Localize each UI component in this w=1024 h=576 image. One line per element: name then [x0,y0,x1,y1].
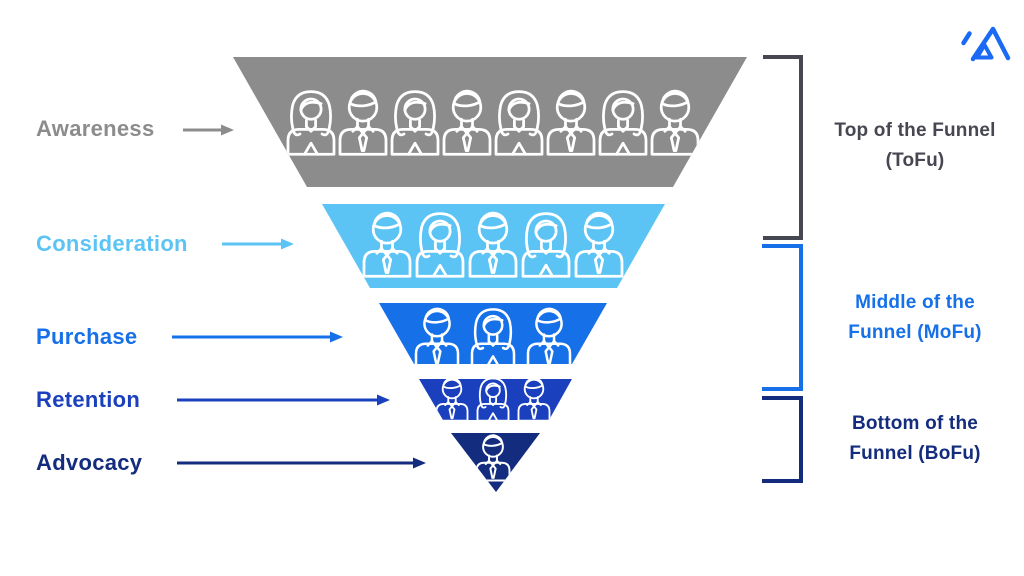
funnel-bands [233,57,747,492]
tofu-line-2: (ToFu) [885,150,945,171]
bofu-bracket [762,396,803,483]
section-label-mofu: Middle of the Funnel (MoFu) [813,288,1017,348]
retention-arrow [177,394,390,406]
logo-dash [961,31,972,46]
band-consideration [322,204,665,288]
awareness-arrow [183,124,234,136]
mofu-line-2: Funnel (MoFu) [848,322,982,343]
section-label-tofu: Top of the Funnel (ToFu) [813,116,1017,176]
stage-arrows [172,124,426,469]
section-brackets [762,55,803,483]
section-label-bofu: Bottom of the Funnel (BoFu) [813,409,1017,469]
brand-mountain-logo [961,26,1011,62]
logo-peak [970,26,1011,62]
tofu-bracket [763,55,803,240]
logo-inner-triangle [975,43,994,60]
stage-label-awareness: Awareness [36,116,155,141]
tofu-line-1: Top of the Funnel [834,120,996,141]
stage-label-retention: Retention [36,387,141,412]
stage-label-advocacy: Advocacy [36,450,143,475]
advocacy-arrow [177,457,426,469]
mofu-line-1: Middle of the [855,292,975,313]
stage-label-consideration: Consideration [36,231,188,256]
purchase-arrow [172,331,343,343]
mofu-bracket [762,244,803,391]
stage-label-purchase: Purchase [36,324,138,349]
consideration-arrow [222,238,294,250]
bofu-line-1: Bottom of the [851,413,979,434]
bofu-line-2: Funnel (BoFu) [849,443,981,464]
